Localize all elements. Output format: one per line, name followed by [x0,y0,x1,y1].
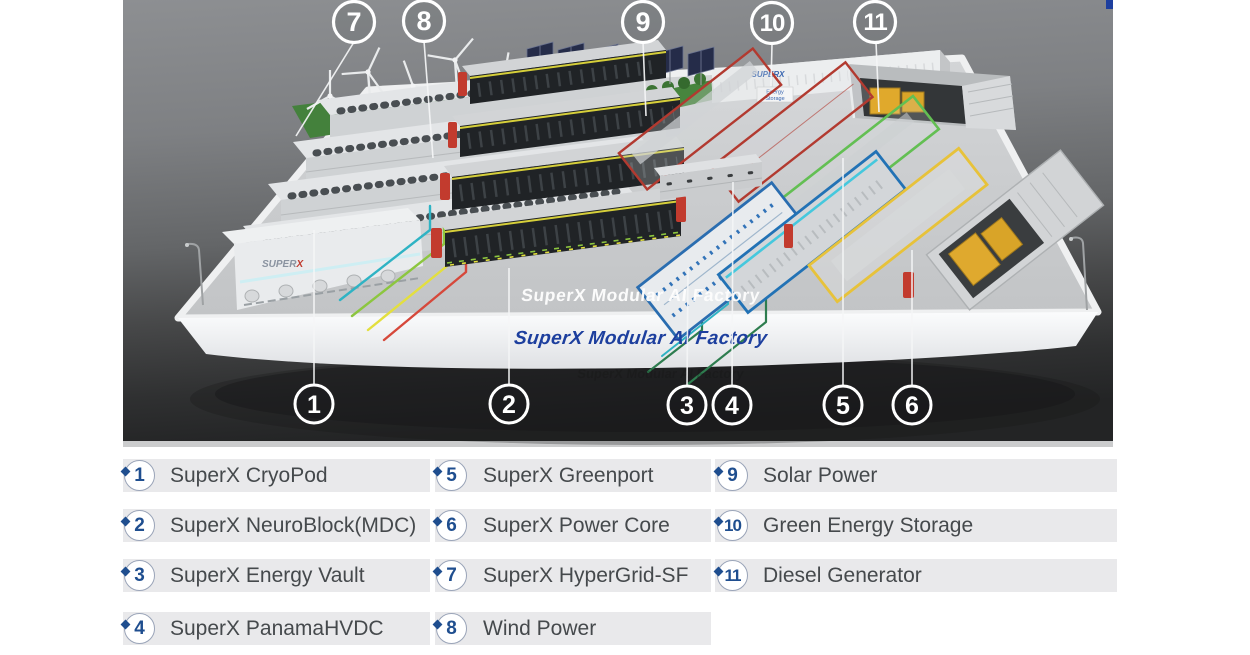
legend-label-panamahvdc: SuperX PanamaHVDC [170,617,384,640]
right-equipment [617,46,1105,342]
corner-mark [1106,0,1113,9]
legend-badge-5: 5 [436,460,467,491]
callout-1: 1 [293,383,335,425]
callout-11: 11 [852,0,898,45]
callout-10: 10 [749,0,795,46]
platform-title-floor: SuperX Modular AI Factory [520,285,761,305]
svg-text:2: 2 [502,391,516,419]
title-reflection: SuperX Modular AI Factory [577,366,746,381]
neuroblock-racks [431,40,686,267]
street-lamps [185,236,1088,311]
cryopod-front-container: SUPERX [222,208,423,310]
legend-row-panamahvdc [123,612,430,645]
storage-logo: SUPERX [752,70,786,79]
street-lamp-right [1071,236,1088,311]
legend-badge-3: 3 [124,560,155,591]
rack-row [431,187,686,267]
legend-label-energy-vault: SuperX Energy Vault [170,564,365,587]
legend-number: 7 [446,564,457,586]
svg-text:11: 11 [863,9,887,36]
legend-row-diesel-generator [715,559,1117,592]
callout-2: 2 [488,383,530,425]
svg-text:3: 3 [680,392,694,420]
legend-row-green-energy-storage [715,509,1117,542]
legend-number: 10 [724,515,742,535]
cryopod-logo: SUPERX [262,259,304,270]
platform-title-front: SuperX Modular AI Factory [513,328,770,349]
legend-row-power-core [435,509,711,542]
power-core-cage [807,146,989,304]
legend-badge-6: 6 [436,510,467,541]
rack-row [448,87,681,157]
legend-number: 8 [446,617,457,639]
callout-4: 4 [711,384,753,426]
legend-label-solar-power: Solar Power [763,464,878,487]
legend-number: 2 [134,514,145,536]
legend-label-diesel-generator: Diesel Generator [763,564,922,587]
legend-row-hypergrid [435,559,711,592]
legend-label-green-energy-storage: Green Energy Storage [763,514,974,537]
hvdc-cabinets [654,154,763,200]
rack-row [458,40,667,104]
callout-9: 9 [620,0,666,45]
svg-text:4: 4 [725,392,739,420]
legend-number: 5 [446,464,457,486]
callouts: 7 8 9 10 11 1 2 3 4 5 6 [293,0,933,426]
svg-text:6: 6 [905,392,919,420]
legend-row-cryopod [123,459,430,492]
callout-3: 3 [666,384,708,426]
legend-badge-4: 4 [124,613,155,644]
legend-label-neuroblock: SuperX NeuroBlock(MDC) [170,514,417,537]
legend-badge-1: 1 [124,460,155,491]
callout-8: 8 [401,0,447,44]
legend-number: 6 [446,514,457,536]
legend-number: 11 [724,565,742,585]
legend-number: 3 [134,564,145,586]
street-lamp-left [187,242,204,306]
leader-lines [295,40,913,388]
red-cage-back [617,46,783,192]
legend-number: 4 [134,617,145,639]
legend-row-energy-vault [123,559,430,592]
legend-label-hypergrid: SuperX HyperGrid-SF [483,564,689,587]
svg-text:8: 8 [416,6,431,36]
legend-row-greenport [435,459,711,492]
sign-line-1: Energy [766,90,784,96]
fire-cylinder [784,224,793,248]
legend-label-cryopod: SuperX CryoPod [170,464,328,487]
legend-row-neuroblock [123,509,430,542]
legend-row-wind-power [435,612,711,645]
svg-text:9: 9 [635,7,650,37]
sign-line-2: Storage [765,96,784,102]
floor-light-strip [123,441,1113,447]
svg-text:5: 5 [836,392,850,420]
callout-7: 7 [331,0,377,45]
legend-number: 9 [727,464,738,486]
legend-number: 1 [134,464,145,486]
svg-text:10: 10 [760,10,785,37]
legend-badge-10: 10 [717,510,748,541]
svg-text:7: 7 [346,7,361,37]
callout-6: 6 [891,384,933,426]
legend-label-wind-power: Wind Power [483,617,597,640]
legend-badge-8: 8 [436,613,467,644]
legend-label-power-core: SuperX Power Core [483,514,670,537]
right-cabinet-row [925,149,1105,311]
legend-badge-9: 9 [717,460,748,491]
factory-render: SUPERX Energy Storage [123,0,1113,447]
energy-storage-sign [756,86,794,103]
legend-badge-11: 11 [717,560,748,591]
platform-shadow [190,353,1100,445]
svg-text:1: 1 [307,391,321,419]
legend-row-solar-power [715,459,1117,492]
factory-scene-svg: SUPERX Energy Storage [123,0,1113,447]
legend-badge-7: 7 [436,560,467,591]
legend-badge-2: 2 [124,510,155,541]
legend-label-greenport: SuperX Greenport [483,464,654,487]
callout-5: 5 [822,384,864,426]
